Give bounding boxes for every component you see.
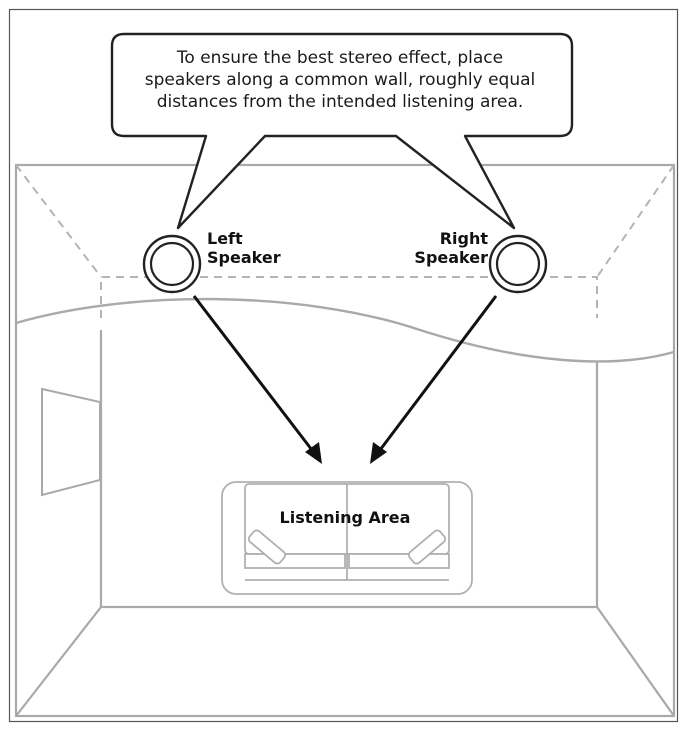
left-speaker-inner-ring: [149, 241, 195, 287]
callout-line-3: distances from the intended listening ar…: [156, 92, 524, 112]
sofa-cushion-left: [244, 553, 346, 569]
sofa: [221, 481, 473, 595]
left-speaker-label-line-2: Speaker: [207, 248, 281, 267]
right-speaker: [488, 234, 548, 294]
cutaway-wave: [15, 297, 675, 363]
callout-line-1: To ensure the best stereo effect, place: [176, 48, 504, 68]
pillow-right: [407, 529, 447, 565]
left-arrow-head: [305, 442, 322, 464]
right-speaker-outer-ring: [488, 234, 548, 294]
left-speaker-label-line-1: Left: [207, 229, 243, 248]
left-speaker: [142, 234, 202, 294]
right-speaker-label-line-1: Right: [439, 229, 488, 248]
ceiling-dashes: [15, 164, 675, 318]
right-speaker-label-line-2: Speaker: [414, 248, 488, 267]
callout-line-2: speakers along a common wall, roughly eq…: [144, 70, 536, 90]
left-arrow-shaft: [192, 295, 317, 455]
callout-bubble: [110, 32, 574, 230]
floor-corner-left: [15, 606, 102, 717]
right-arrow-head: [370, 442, 387, 464]
pillow-left: [247, 529, 287, 565]
right-speaker-inner-ring: [495, 241, 541, 287]
sofa-cushion-right: [348, 553, 450, 569]
window: [41, 387, 101, 497]
ceiling-back-edge: [100, 276, 598, 318]
floor-corner-right: [596, 606, 675, 717]
ceiling-corner-left: [15, 164, 102, 278]
ceiling-corner-right: [596, 164, 675, 278]
right-speaker-label: Right Speaker: [380, 229, 488, 267]
callout-text: To ensure the best stereo effect, place …: [120, 47, 560, 113]
right-arrow-shaft: [375, 295, 498, 455]
listening-area-label: Listening Area: [279, 508, 411, 527]
sound-arrows: [192, 295, 498, 455]
left-speaker-label: Left Speaker: [207, 229, 281, 267]
left-speaker-outer-ring: [142, 234, 202, 294]
room-outer-rect: [14, 163, 676, 718]
